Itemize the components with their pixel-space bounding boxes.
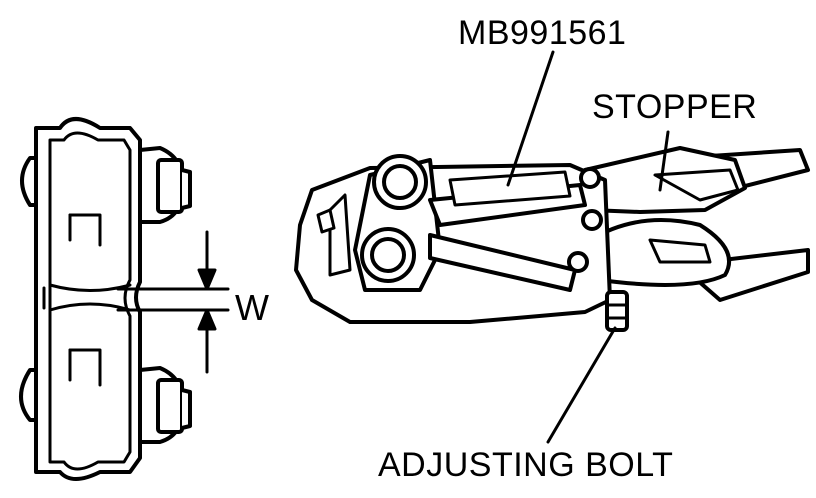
leader-stopper	[658, 130, 670, 192]
leader-lines	[506, 50, 670, 444]
crimping-tool	[294, 146, 810, 332]
leader-tool	[506, 50, 555, 187]
boot-band-side-view	[19, 117, 192, 481]
tool-number-label: MB991561	[458, 14, 627, 52]
dimension-w-marker	[116, 230, 230, 374]
width-w-label: W	[235, 287, 270, 328]
leader-bolt	[546, 326, 617, 444]
adjusting-bolt-label: ADJUSTING BOLT	[378, 446, 674, 484]
stopper-label: STOPPER	[592, 88, 758, 126]
